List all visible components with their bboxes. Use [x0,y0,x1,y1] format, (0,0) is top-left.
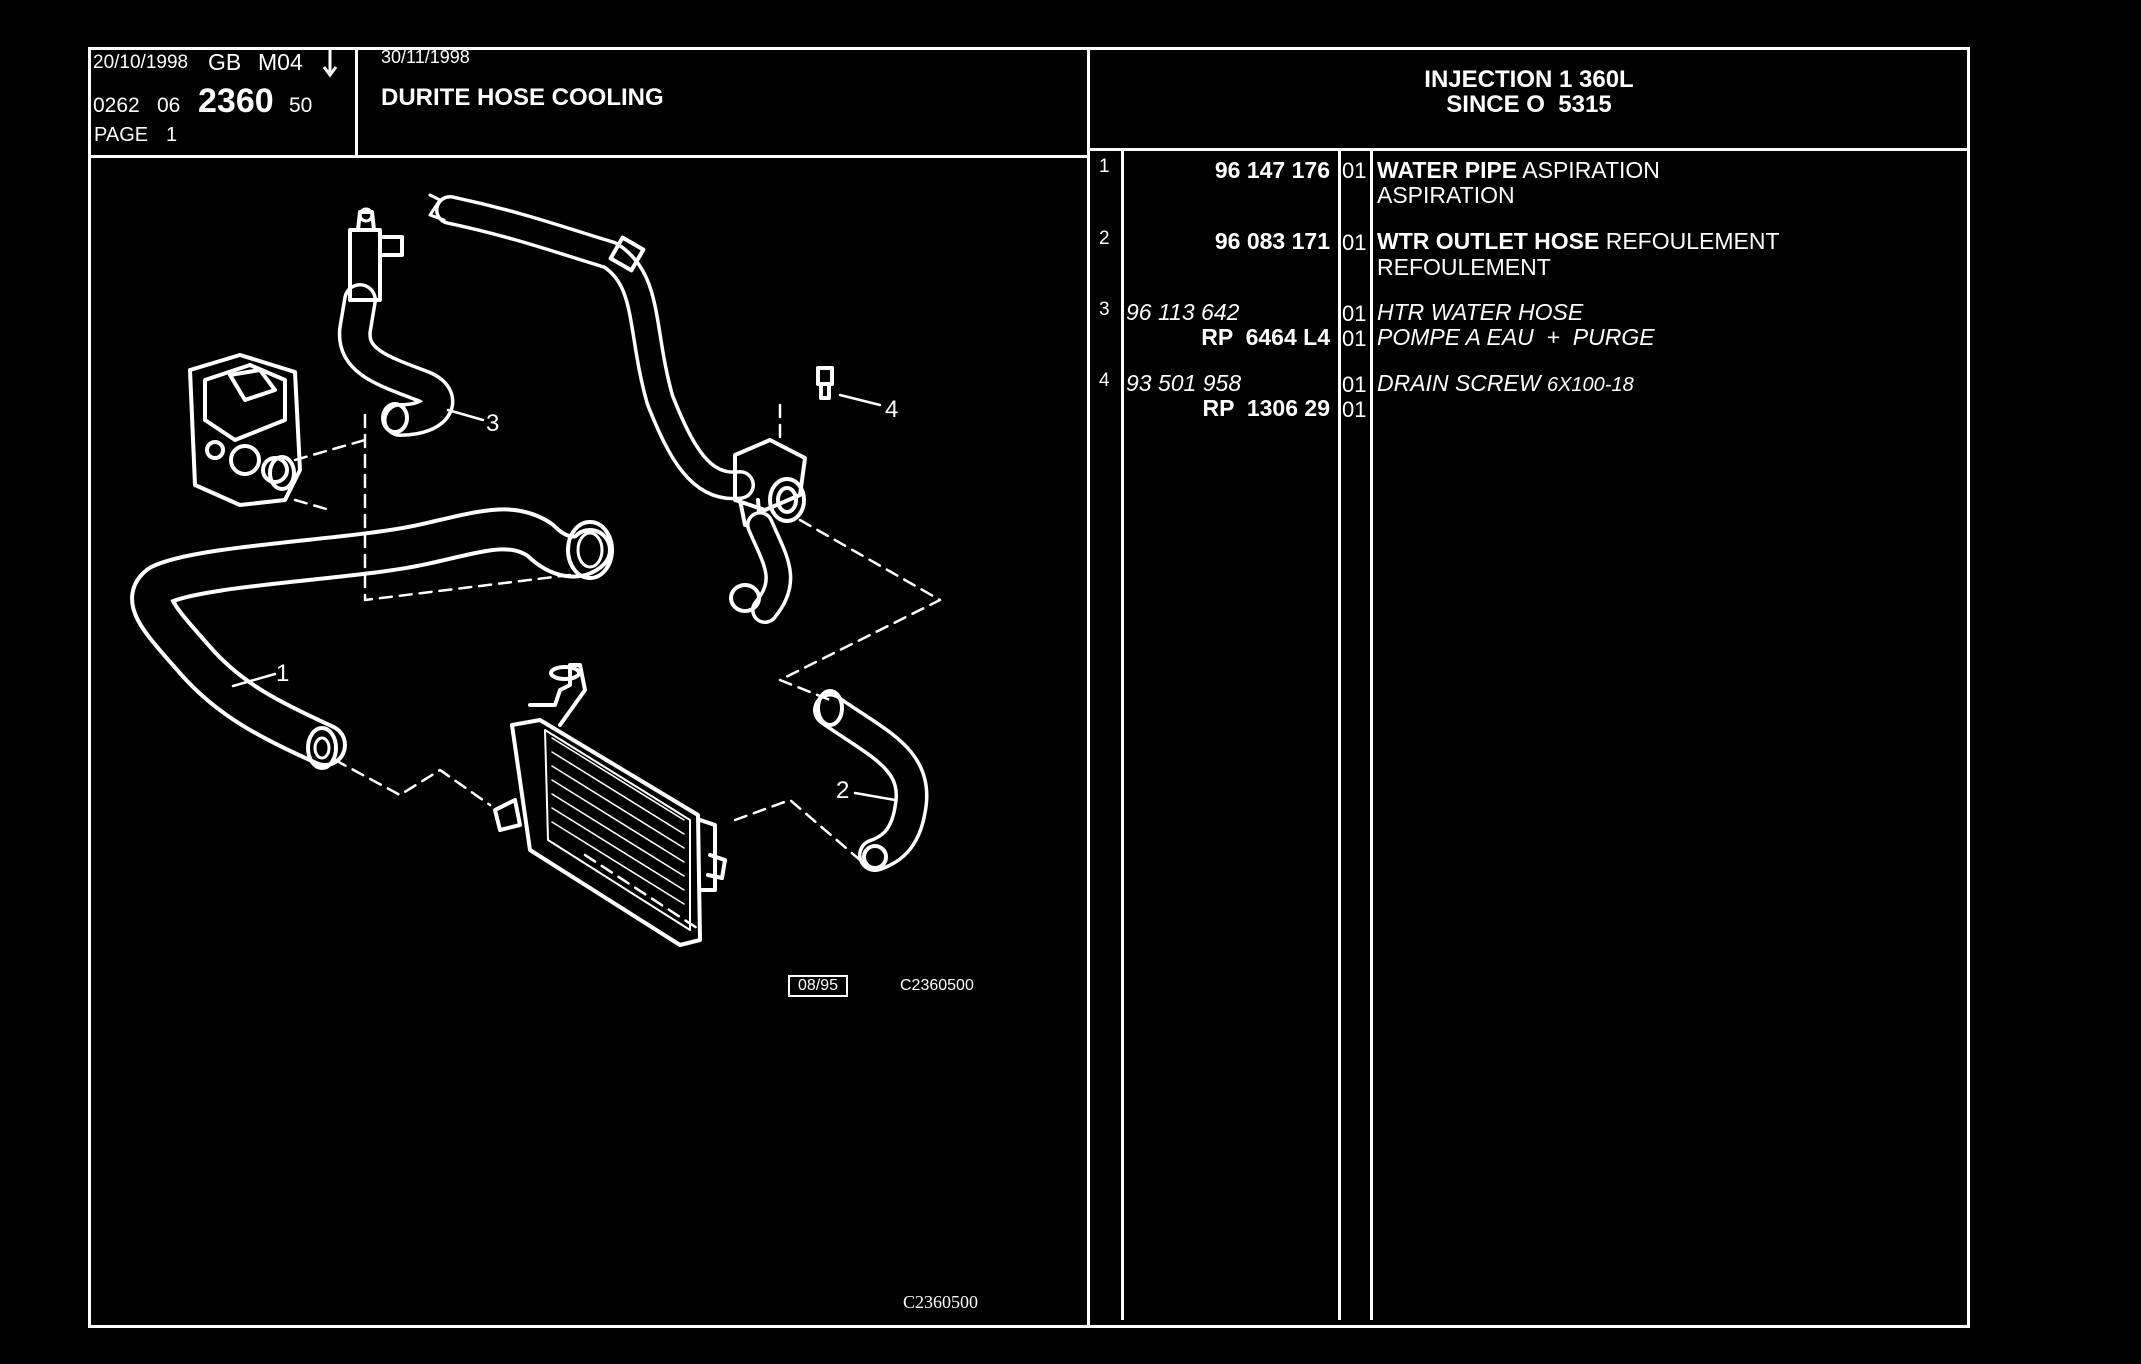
part-1-number: 1 [1099,156,1110,177]
table-column-line-2 [1338,150,1341,1320]
header-split-line [355,47,358,158]
part-1-description: ASPIRATION [1377,182,1515,208]
part-2-name: WTR OUTLET HOSE REFOULEMENT [1377,228,1780,255]
part-3-name: HTR WATER HOSE [1377,299,1584,325]
header-page-number: 1 [166,124,178,146]
heater-water-hose-drawing [337,193,755,501]
header-ref-a: 0262 [93,94,140,117]
water-pipe-hose-drawing [130,507,614,770]
engine-line-1: INJECTION 1 360L [1424,66,1634,93]
page-title: DURITE HOSE COOLING [381,84,664,111]
part-3-reference: 96 113 642 [1126,299,1240,325]
header-divider-right [1087,148,1970,151]
diagram-date-stamp: 08/95 [788,975,849,997]
part-2-name-bold: WTR OUTLET HOSE [1377,228,1600,254]
callout-4: 4 [885,396,899,423]
diagram-figure-code: C2360500 [900,977,974,994]
part-1-name-bold: WATER PIPE [1377,157,1518,183]
part-2-name-extra: REFOULEMENT [1605,228,1780,254]
header-page-label: PAGE [94,124,149,146]
assembly-dash-lines [293,403,942,932]
part-2-reference: 96 083 171 [1214,228,1330,254]
part-2-description: REFOULEMENT [1377,254,1551,280]
part-3-quantity: 01 [1342,301,1367,326]
part-4-name-size: 6X100-18 [1546,374,1634,396]
part-4-name: DRAIN SCREW 6X100-18 [1377,370,1634,397]
part-4-name-main: DRAIN SCREW [1377,370,1541,396]
part-1-quantity: 01 [1342,158,1367,183]
part-1-name-extra: ASPIRATION [1522,157,1660,183]
callout-leaders [231,393,897,802]
table-column-line-3 [1370,150,1373,1320]
header-date-2: 30/11/1998 [381,47,470,67]
callout-2: 2 [836,777,850,804]
part-4-reference-2: RP 1306 29 [1202,395,1330,421]
part-4-quantity-2: 01 [1342,397,1367,422]
part-4-quantity: 01 [1342,372,1367,397]
part-3-reference-2: RP 6464 L4 [1201,324,1330,350]
part-4-number: 4 [1099,370,1110,391]
part-3-quantity-2: 01 [1342,326,1367,351]
part-2-quantity: 01 [1342,230,1367,255]
parts-sheet-frame [88,47,1970,1328]
header-ref-c: 50 [289,94,313,117]
header-model-code: M04 [258,49,303,75]
exploded-parts-diagram [130,193,942,947]
engine-block-drawing [188,353,302,507]
part-3-description: POMPE A EAU + PURGE [1377,324,1655,350]
footer-figure-code: C2360500 [903,1292,979,1312]
header-lang-code: GB [208,49,242,75]
table-column-line-1 [1121,150,1124,1320]
header-divider-left [88,155,1089,158]
diagram-table-split-line [1087,47,1090,1328]
part-3-number: 3 [1099,299,1110,320]
engine-line-2: SINCE O 5315 [1446,91,1612,118]
part-2-number: 2 [1099,228,1110,249]
water-outlet-hose-drawing [813,689,929,872]
callout-3: 3 [486,410,500,437]
callout-1: 1 [276,660,290,687]
radiator-drawing [493,663,727,947]
part-1-name: WATER PIPE ASPIRATION [1377,157,1660,184]
down-arrow-icon [320,48,340,78]
part-1-reference: 96 147 176 [1214,157,1330,183]
part-4-reference: 93 501 958 [1126,370,1242,396]
water-pump-drawing [729,366,834,624]
header-date-1: 20/10/1998 [93,52,189,73]
header-ref-main: 2360 [198,82,274,120]
header-ref-b: 06 [157,94,181,117]
